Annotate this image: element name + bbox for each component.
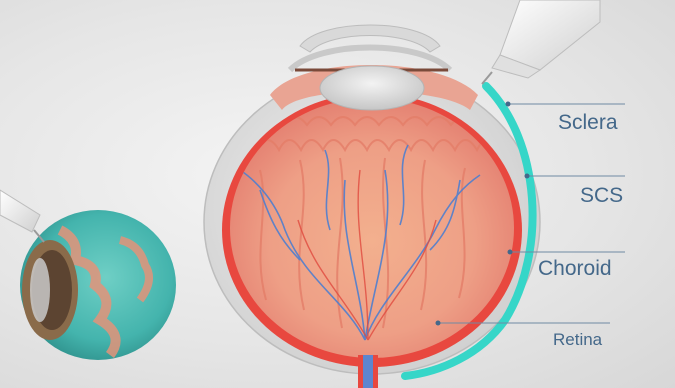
label-retina: Retina bbox=[553, 331, 602, 348]
retina-layer bbox=[230, 98, 514, 358]
eyeball-icon bbox=[0, 190, 176, 360]
label-choroid: Choroid bbox=[538, 258, 612, 279]
label-sclera: Sclera bbox=[558, 112, 618, 133]
lens bbox=[320, 66, 424, 110]
label-scs: SCS bbox=[580, 185, 623, 206]
syringe-needle-icon bbox=[482, 0, 600, 84]
eye-cross-section bbox=[204, 25, 540, 388]
